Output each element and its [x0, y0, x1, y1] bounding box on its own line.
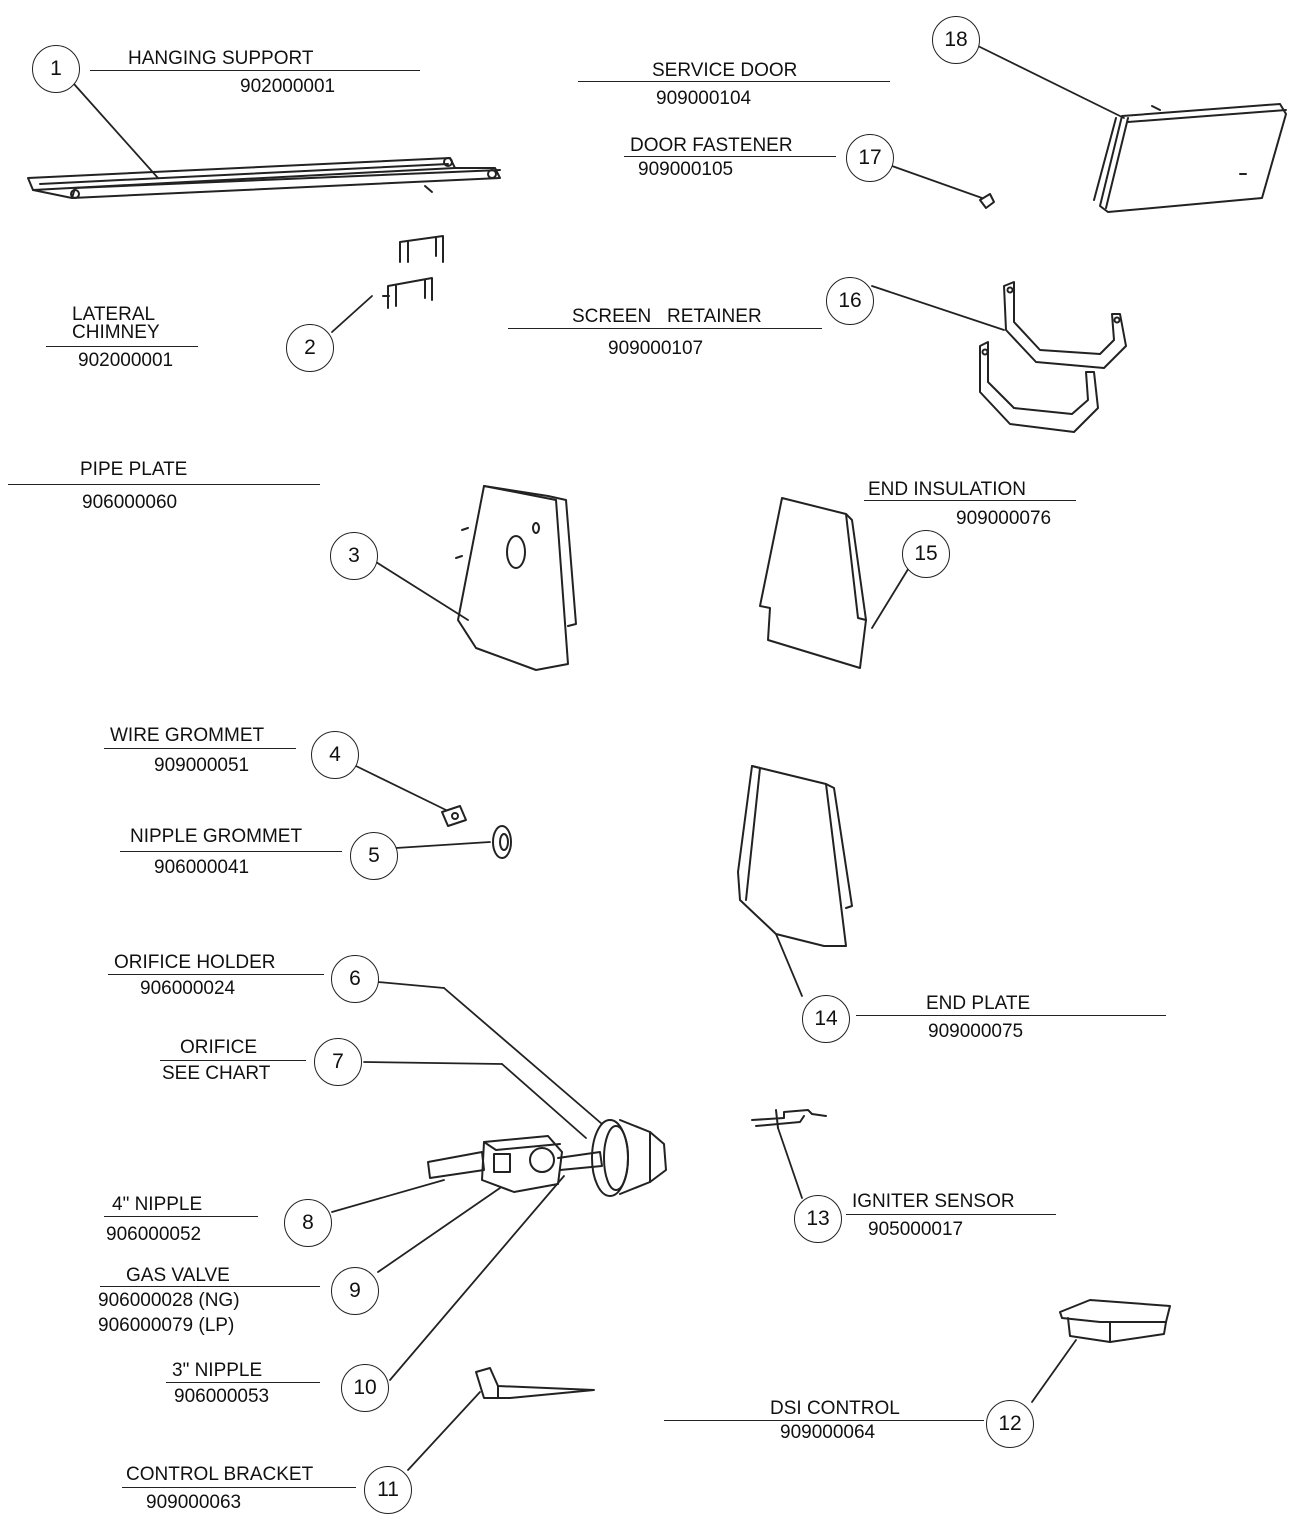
callout-5: 5	[350, 832, 398, 880]
part-18-number: 909000104	[656, 88, 752, 109]
gas-valve-assembly-drawing	[427, 1119, 667, 1197]
callout-18: 18	[932, 16, 980, 64]
callout-8: 8	[284, 1199, 332, 1247]
part-9-name: GAS VALVE	[126, 1265, 230, 1286]
part-11-number: 909000063	[146, 1492, 242, 1513]
part-4-number: 909000051	[154, 755, 250, 776]
callout-9: 9	[331, 1267, 379, 1315]
part-6-number: 906000024	[140, 978, 236, 999]
part-2-name-line1: LATERAL	[72, 304, 156, 325]
part-14-underline	[856, 1015, 1166, 1016]
dsi-control-drawing	[1059, 1299, 1171, 1343]
part-11-underline	[122, 1487, 356, 1488]
part-16-name: SCREEN RETAINER	[572, 306, 762, 327]
part-14-name: END PLATE	[926, 993, 1031, 1014]
callout-13: 13	[794, 1195, 842, 1243]
callout-3: 3	[330, 532, 378, 580]
part-12-number: 909000064	[780, 1422, 876, 1443]
part-16-number: 909000107	[608, 338, 704, 359]
part-15-underline	[864, 500, 1076, 501]
part-10-number: 906000053	[174, 1386, 270, 1407]
callout-2: 2	[286, 324, 334, 372]
part-18-name: SERVICE DOOR	[652, 60, 798, 81]
part-14-number: 909000075	[928, 1021, 1024, 1042]
part-9-underline	[100, 1286, 320, 1287]
callout-17: 17	[846, 134, 894, 182]
igniter-sensor-drawing	[751, 1109, 827, 1129]
part-13-underline	[846, 1214, 1056, 1215]
part-12-underline	[664, 1420, 984, 1421]
part-3-underline	[8, 484, 320, 485]
part-2-number: 902000001	[78, 350, 174, 371]
part-4-name: WIRE GROMMET	[110, 725, 265, 746]
part-5-name: NIPPLE GROMMET	[130, 826, 303, 847]
part-7-underline	[160, 1060, 306, 1061]
callout-14: 14	[802, 995, 850, 1043]
part-3-number: 906000060	[82, 492, 178, 513]
part-8-name: 4" NIPPLE	[112, 1194, 203, 1215]
part-3-name: PIPE PLATE	[80, 459, 188, 480]
part-9-number-lp: 906000079 (LP)	[98, 1315, 235, 1336]
part-12-name: DSI CONTROL	[770, 1398, 900, 1419]
part-17-name: DOOR FASTENER	[630, 135, 793, 156]
part-2-underline	[46, 346, 198, 347]
callout-11: 11	[364, 1466, 412, 1514]
part-6-name: ORIFICE HOLDER	[114, 952, 276, 973]
part-2-name-line2: CHIMNEY	[72, 322, 160, 343]
leader-lines	[73, 45, 1125, 1471]
hanging-support-drawing	[27, 157, 501, 199]
end-plate-drawing	[737, 765, 853, 947]
callout-15: 15	[902, 530, 950, 578]
screen-retainer-drawing	[979, 281, 1127, 433]
end-insulation-drawing	[759, 497, 867, 669]
service-door-drawing	[1093, 103, 1287, 213]
part-15-name: END INSULATION	[868, 479, 1027, 500]
part-11-name: CONTROL BRACKET	[126, 1464, 314, 1485]
part-1-underline	[90, 70, 420, 71]
part-1-name: HANGING SUPPORT	[128, 48, 314, 69]
door-fastener-drawing	[979, 193, 995, 209]
callout-7: 7	[314, 1038, 362, 1086]
part-17-underline	[624, 156, 836, 157]
callout-6: 6	[331, 955, 379, 1003]
callout-16: 16	[826, 277, 874, 325]
lateral-chimney-drawing	[382, 235, 444, 309]
wire-grommet-drawing	[441, 805, 467, 827]
part-17-number: 909000105	[638, 159, 734, 180]
part-9-number-ng: 906000028 (NG)	[98, 1290, 240, 1311]
part-16-underline	[508, 328, 822, 329]
part-4-underline	[104, 748, 296, 749]
part-1-number: 902000001	[240, 76, 336, 97]
part-18-underline	[578, 81, 890, 82]
part-5-number: 906000041	[154, 857, 250, 878]
nipple-grommet-drawing	[492, 825, 512, 859]
part-5-underline	[120, 851, 342, 852]
part-6-underline	[108, 974, 324, 975]
part-7-number: SEE CHART	[162, 1063, 271, 1084]
callout-1: 1	[32, 45, 80, 93]
callout-4: 4	[311, 731, 359, 779]
control-bracket-drawing	[475, 1367, 595, 1399]
part-7-name: ORIFICE	[180, 1037, 258, 1058]
part-10-underline	[166, 1382, 320, 1383]
part-13-name: IGNITER SENSOR	[852, 1191, 1015, 1212]
callout-12: 12	[986, 1400, 1034, 1448]
part-10-name: 3" NIPPLE	[172, 1360, 263, 1381]
part-8-underline	[104, 1216, 258, 1217]
part-13-number: 905000017	[868, 1219, 964, 1240]
part-8-number: 906000052	[106, 1224, 202, 1245]
callout-10: 10	[341, 1364, 389, 1412]
part-15-number: 909000076	[956, 508, 1052, 529]
pipe-plate-drawing	[455, 485, 577, 671]
